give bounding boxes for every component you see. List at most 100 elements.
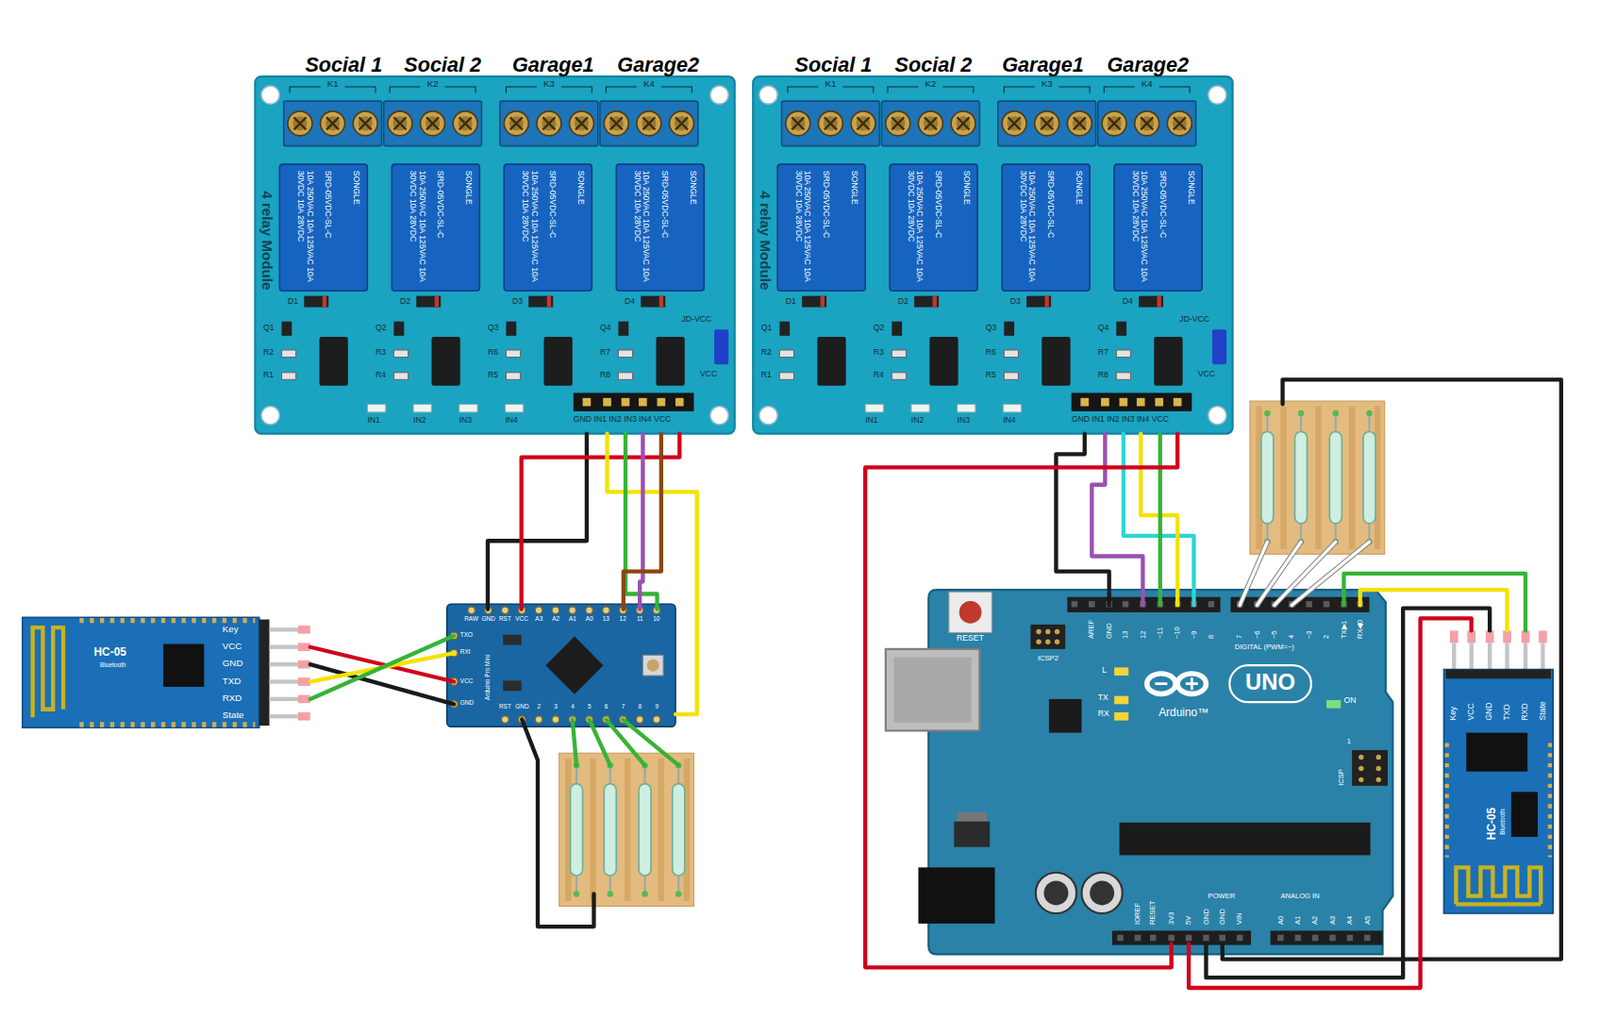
pin-label: GND [515, 702, 529, 710]
arduino-uno: RESETICSP2AREFGND1312~11~10~987~6~54~32T… [928, 604, 1393, 944]
module-name: HC-05 [1484, 807, 1499, 840]
pin-label: RAW [464, 615, 479, 622]
led-label: IN2 [413, 415, 426, 425]
led-label: IN1 [366, 415, 380, 425]
jumper-label: JD-VCC [682, 314, 713, 324]
led-label: IN3 [459, 415, 472, 425]
pin-label: 4 [1287, 634, 1297, 639]
jumper-wire [639, 433, 643, 610]
bluetooth-board [22, 616, 311, 728]
bluetooth-module: KeyVCCGNDTXDRXDStateHC-05Bluetooth [22, 616, 311, 728]
led-label: L [1101, 665, 1107, 675]
uno-board [885, 589, 1394, 954]
pin-label: A4 [1346, 916, 1355, 925]
jumper-wire [1343, 573, 1526, 632]
pin-label: 8 [638, 702, 643, 710]
jumper-label: VCC [1198, 369, 1216, 380]
jumper-wire [1360, 589, 1508, 631]
brand-name: Arduino™ [1158, 705, 1209, 719]
pin-label: RXD [1520, 702, 1531, 720]
pin-label: RESET [1149, 900, 1158, 925]
pin-label: A0 [1276, 916, 1285, 925]
jumper-wire [623, 433, 662, 610]
jumper-wire [310, 635, 455, 700]
pin-label: ~3 [1304, 630, 1314, 639]
pin-label: 7 [621, 702, 626, 710]
relay-channel: K3 [1041, 78, 1053, 89]
relay-model: SRD-05VDC-SL-C [933, 170, 943, 239]
component-ref: D3 [512, 297, 523, 307]
component-ref: R7 [1098, 348, 1109, 358]
component-ref: R2 [761, 348, 772, 358]
relay-model: SRD-05VDC-SL-C [323, 170, 334, 239]
header-label: DIGITAL (PWM=~) [1234, 642, 1295, 651]
pin-label: GND IN1 IN2 IN3 IN4 VCC [1071, 414, 1169, 424]
pin-label: 2 [1322, 634, 1332, 639]
jumper-wire [1055, 433, 1109, 606]
component-ref: R8 [600, 370, 611, 381]
pin-label: 2 [536, 702, 541, 710]
relay-brand: SONGLE [688, 170, 699, 205]
relay-channel: K4 [643, 78, 655, 89]
relay-module: K1K2K3K44 relay Module10A 250VAC 10A 125… [752, 76, 1233, 434]
relay-model: SRD-05VDC-SL-C [548, 170, 558, 239]
arduino-pro-mini: RAWGNDRSTVCCA3A2A1A013121110RSTGND234567… [453, 609, 676, 720]
pin-label: ~11 [1155, 627, 1165, 639]
jumper-wire [1140, 433, 1178, 606]
relay-model: SRD-05VDC-SL-C [1157, 170, 1167, 239]
relay-channel: K2 [427, 78, 439, 89]
pin-label: RXD [222, 692, 243, 703]
relay-channel: K1 [824, 78, 836, 89]
relay-rating: 10A 250VAC 10A 125VAC 10A 30VDC 10A 28VD… [1130, 170, 1150, 285]
led-label: ON [1343, 696, 1356, 706]
pin-label: 10 [652, 615, 660, 622]
relay-brand: SONGLE [464, 170, 474, 205]
relay-channel: K2 [924, 78, 936, 89]
relay-board [752, 76, 1233, 434]
module-subtitle: Bluetooth [1500, 808, 1507, 834]
led-label: IN4 [1002, 415, 1016, 425]
button-label: RESET [956, 633, 984, 644]
component-ref: R6 [985, 348, 997, 358]
relay-model: SRD-05VDC-SL-C [660, 170, 670, 239]
reed-switch-board [1250, 400, 1385, 554]
board-name: Arduino Pro Mini [484, 654, 492, 700]
relay-rating: 10A 250VAC 10A 125VAC 10A 30VDC 10A 28VD… [905, 170, 925, 285]
channel-label: Social 1 [304, 52, 383, 77]
relay-rating: 10A 250VAC 10A 125VAC 10A 30VDC 10A 28VD… [793, 170, 813, 285]
pin-marker: 1 [1347, 737, 1351, 747]
pin-label: Key [222, 623, 239, 634]
pin-label: 4 [570, 702, 575, 710]
jumper-wire [1123, 433, 1195, 606]
component-ref: Q2 [375, 323, 387, 334]
pin-label: AREF [1087, 619, 1097, 639]
relay-channel: K3 [543, 78, 555, 89]
component-ref: Q1 [761, 323, 773, 334]
pin-label: A1 [1293, 916, 1302, 925]
pin-label: 3 [553, 702, 558, 710]
pin-label: State [222, 710, 245, 721]
channel-label: Social 2 [403, 52, 482, 77]
component-ref: D4 [1122, 297, 1134, 307]
component-ref: R3 [873, 348, 884, 358]
relay-rating: 10A 250VAC 10A 125VAC 10A 30VDC 10A 28VD… [295, 170, 315, 285]
relay-brand: SONGLE [850, 170, 860, 205]
component-ref: Q3 [985, 323, 998, 334]
component-ref: R4 [873, 370, 884, 381]
relay-rating: 10A 250VAC 10A 125VAC 10A 30VDC 10A 28VD… [407, 170, 427, 285]
pin-label: VCC [515, 615, 529, 622]
pin-label: ~10 [1173, 626, 1183, 639]
pin-label: 5 [587, 702, 592, 710]
pin-label: GND [1201, 908, 1211, 925]
jumper-wire [487, 433, 587, 610]
pin-label: TX▶1 [1339, 620, 1349, 639]
relay-model: SRD-05VDC-SL-C [1045, 170, 1055, 239]
pin-label: 12 [1138, 631, 1148, 639]
relay-brand: SONGLE [962, 170, 972, 205]
pin-label: ~5 [1270, 630, 1280, 639]
pin-label: TXO [460, 632, 473, 639]
relay-board [254, 76, 734, 434]
module-subtitle: Bluetooth [100, 662, 126, 669]
header-label: ICSP2 [1037, 653, 1059, 663]
